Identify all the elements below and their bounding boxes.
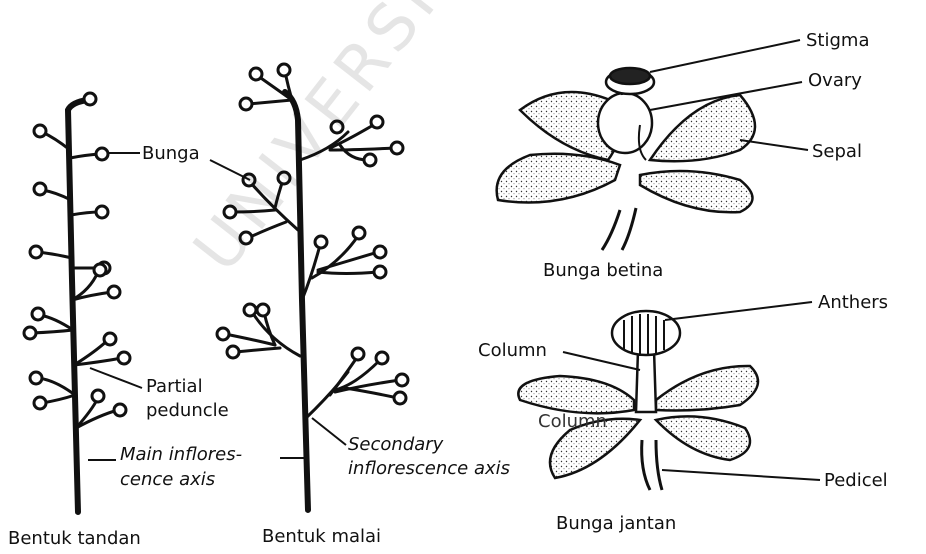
label-ovary: Ovary bbox=[808, 72, 862, 90]
caption-bunga-jantan: Bunga jantan bbox=[556, 515, 676, 533]
label-anthers: Anthers bbox=[818, 294, 888, 312]
caption-bunga-betina: Bunga betina bbox=[543, 262, 663, 280]
label-main-axis-line1: Main inflores- bbox=[120, 446, 242, 464]
label-main-axis-line2: cence axis bbox=[120, 471, 215, 489]
caption-bentuk-malai: Bentuk malai bbox=[262, 528, 381, 546]
label-secondary-axis-line1: Secondary bbox=[348, 436, 443, 454]
female-flower-drawing bbox=[497, 68, 755, 250]
label-sepal: Sepal bbox=[812, 143, 862, 161]
label-column-mid: Column bbox=[538, 413, 607, 431]
label-secondary-axis-line2: inflorescence axis bbox=[348, 460, 510, 478]
label-partial-peduncle-line1: Partial bbox=[146, 378, 203, 396]
male-flower-drawing bbox=[518, 311, 758, 490]
label-column-top: Column bbox=[478, 342, 547, 360]
raceme-drawing bbox=[24, 93, 130, 512]
label-partial-peduncle-line2: peduncle bbox=[146, 402, 229, 420]
label-pedicel: Pedicel bbox=[824, 472, 888, 490]
label-stigma: Stigma bbox=[806, 32, 869, 50]
label-bunga: Bunga bbox=[142, 145, 200, 163]
caption-bentuk-tandan: Bentuk tandan bbox=[8, 530, 141, 548]
